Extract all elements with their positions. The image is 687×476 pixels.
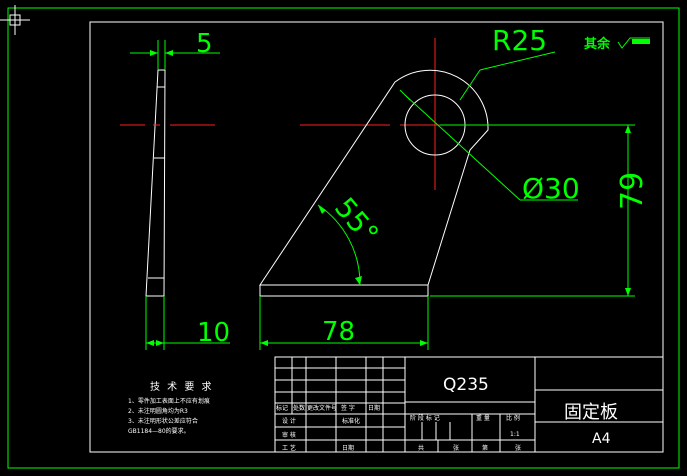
roughness-label: 其余	[584, 36, 611, 52]
material-label: Q235	[443, 375, 489, 395]
header-label-count: 处数	[293, 404, 305, 412]
row-label-review: 审 核	[282, 431, 296, 439]
sheet-label-sheets-1: 张	[453, 444, 459, 452]
ucs-crosshair-icon	[0, 5, 30, 35]
tech-requirements-title: 技 术 要 求	[150, 380, 214, 393]
tech-requirement-item-2: 2、未注明圆角均为R3	[128, 407, 188, 415]
stage-label-weight: 重 量	[476, 414, 490, 422]
diameter-dimension-label: Ø30	[522, 172, 580, 205]
side-view	[120, 40, 230, 350]
stage-label-mark: 阶 段 标 记	[410, 414, 440, 422]
title-block	[274, 356, 664, 453]
scale-value: 1:1	[510, 431, 520, 438]
row-label-date: 日期	[342, 444, 354, 452]
angle-dimension-label: 55°	[328, 191, 385, 250]
height-dimension-label: 79	[615, 172, 650, 210]
side-width-dimension-label: 10	[197, 318, 230, 348]
front-view	[259, 38, 635, 350]
thickness-dimension-label: 5	[196, 29, 213, 59]
side-view-outline	[145, 69, 166, 297]
header-label-signature: 签 字	[341, 404, 355, 412]
outer-frame	[7, 7, 680, 469]
tech-requirement-item-3: 3、未注明形状公差应符合	[128, 417, 198, 425]
tech-requirement-item-4: GB1184—80的要求。	[128, 427, 190, 435]
row-label-design: 设 计	[282, 417, 296, 425]
tech-requirement-item-1: 1、零件加工表面上不应有划痕	[128, 397, 210, 405]
radius-dimension-label: R25	[492, 24, 547, 57]
row-label-process: 工 艺	[282, 444, 296, 452]
paper-size-label: A4	[592, 431, 611, 447]
width-dimension-label: 78	[322, 317, 355, 347]
sheet-label-number: 第	[482, 444, 488, 452]
sheet-label-sheets-2: 张	[515, 444, 521, 452]
header-label-mark: 标记	[276, 404, 288, 412]
header-label-date: 日期	[368, 404, 380, 412]
sheet-label-total: 共	[418, 444, 424, 452]
front-view-outline	[259, 69, 489, 286]
stage-label-scale: 比 例	[506, 414, 520, 422]
header-label-change-doc: 更改文件号	[307, 404, 337, 412]
roughness-symbol-icon	[617, 37, 650, 49]
row-label-standardize: 标准化	[342, 417, 360, 425]
part-name-label: 固定板	[564, 402, 618, 423]
